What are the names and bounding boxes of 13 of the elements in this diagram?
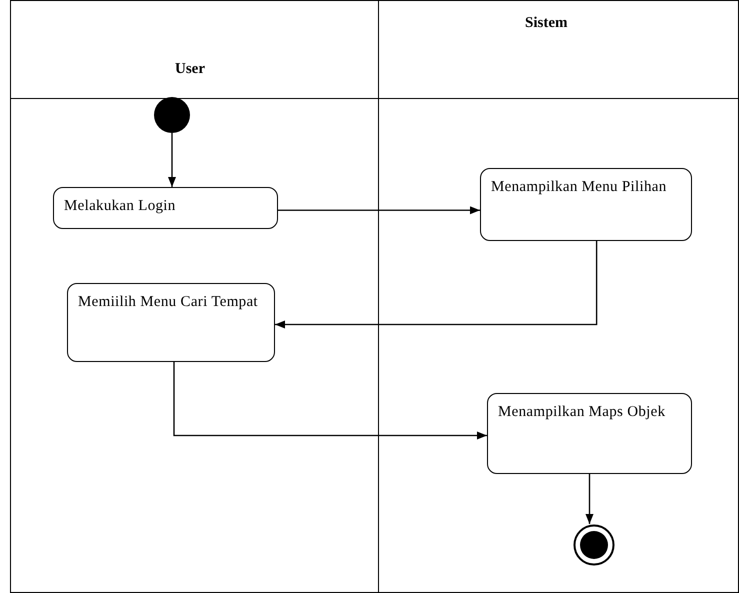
lane-header: User bbox=[175, 61, 205, 78]
arrow bbox=[168, 133, 176, 187]
activity-box: Melakukan Login bbox=[53, 187, 278, 229]
lane-header: Sistem bbox=[525, 15, 568, 32]
arrow bbox=[275, 241, 598, 328]
activity-box: Menampilkan Menu Pilihan bbox=[480, 168, 692, 241]
swimlane bbox=[10, 0, 379, 593]
swimlane bbox=[378, 0, 739, 593]
arrow bbox=[278, 206, 480, 214]
arrow bbox=[586, 474, 594, 524]
arrow bbox=[173, 362, 487, 440]
activity-box: Menampilkan Maps Objek bbox=[487, 393, 692, 474]
activity-box: Memiilih Menu Cari Tempat bbox=[67, 283, 275, 362]
